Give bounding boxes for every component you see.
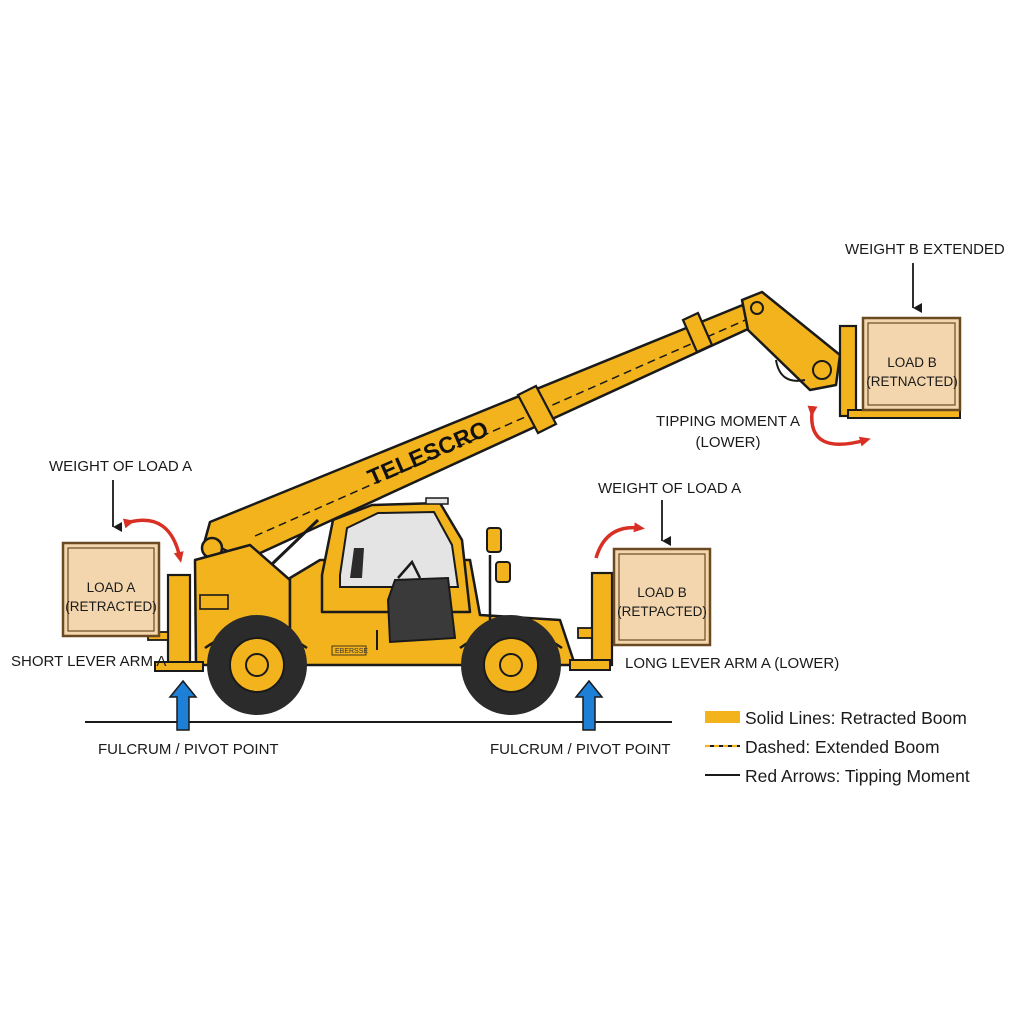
telehandler-chassis: EBERSSE	[193, 497, 577, 715]
boom-head-pin	[750, 301, 764, 315]
moment-arrow-load-a	[122, 518, 184, 563]
load-a-label: LOAD A	[87, 580, 136, 595]
label-long-lever-arm: LONG LEVER ARM A (LOWER)	[625, 655, 839, 672]
operator-seat	[350, 548, 364, 578]
label-short-lever-arm: SHORT LEVER ARM A	[11, 653, 166, 670]
label-fulcrum-right: FULCRUM / PIVOT POINT	[490, 741, 671, 758]
legend-swatch-solid	[705, 711, 740, 723]
load-b-ground-label: LOAD B	[637, 585, 687, 600]
tilt-pin	[812, 360, 832, 380]
load-b-raised-label: LOAD B	[887, 355, 937, 370]
body-plate-bg	[331, 645, 367, 656]
side-mirror-2	[495, 561, 511, 583]
rear-wheel-hub	[245, 653, 269, 677]
right-fork-guard	[577, 627, 593, 639]
legend-item-dashed: Dashed: Extended Boom	[745, 737, 940, 757]
fulcrum-arrow-right	[574, 679, 604, 731]
rear-panel	[199, 594, 229, 610]
hydraulic-hose	[775, 359, 806, 382]
fulcrum-arrow-left	[168, 679, 198, 731]
label-weight-load-a: WEIGHT OF LOAD A	[49, 458, 192, 475]
boom-collar-2	[681, 311, 714, 354]
moment-arrow-load-b-ground	[594, 522, 645, 559]
right-fork-tine	[569, 659, 611, 671]
moment-arrow-load-b-raised	[807, 405, 871, 447]
front-wheel-hub	[499, 653, 523, 677]
body-plate-text: EBERSSE	[335, 648, 368, 655]
load-b-ground-sublabel: (RETPACTED)	[617, 604, 707, 619]
label-tipping-moment: TIPPING MOMENT A	[656, 413, 800, 430]
cab-door-window	[386, 576, 457, 644]
legend: Solid Lines: Retracted Boom Dashed: Exte…	[705, 708, 970, 786]
raised-fork-carriage	[838, 324, 858, 418]
load-b-raised-sublabel: (RETNACTED)	[866, 374, 958, 389]
right-fork-carriage	[590, 571, 614, 667]
roof-light	[425, 497, 449, 505]
label-fulcrum-left: FULCRUM / PIVOT POINT	[98, 741, 279, 758]
load-a-sublabel: (RETRACTED)	[65, 599, 157, 614]
legend-item-line: Red Arrows: Tipping Moment	[745, 766, 970, 786]
right-fork-assembly	[569, 571, 614, 671]
load-a-crate: LOAD A (RETRACTED)	[61, 541, 161, 638]
load-b-raised-crate: LOAD B (RETNACTED)	[861, 316, 962, 412]
label-weight-load-a-right: WEIGHT OF LOAD A	[598, 480, 741, 497]
legend-item-solid: Solid Lines: Retracted Boom	[745, 708, 967, 728]
label-weight-b-extended: WEIGHT B EXTENDED	[845, 241, 1005, 258]
cab-window	[339, 510, 460, 588]
left-fork-carriage	[166, 573, 192, 669]
boom-assembly: TELESCRO	[200, 290, 961, 592]
boom-collar-1	[516, 384, 558, 435]
left-fork-tine	[154, 661, 204, 672]
load-b-ground-crate: LOAD B (RETPACTED)	[612, 547, 712, 647]
steering-wheel	[397, 559, 422, 579]
label-tipping-moment-lower: (LOWER)	[696, 434, 761, 451]
side-mirror	[486, 527, 502, 553]
